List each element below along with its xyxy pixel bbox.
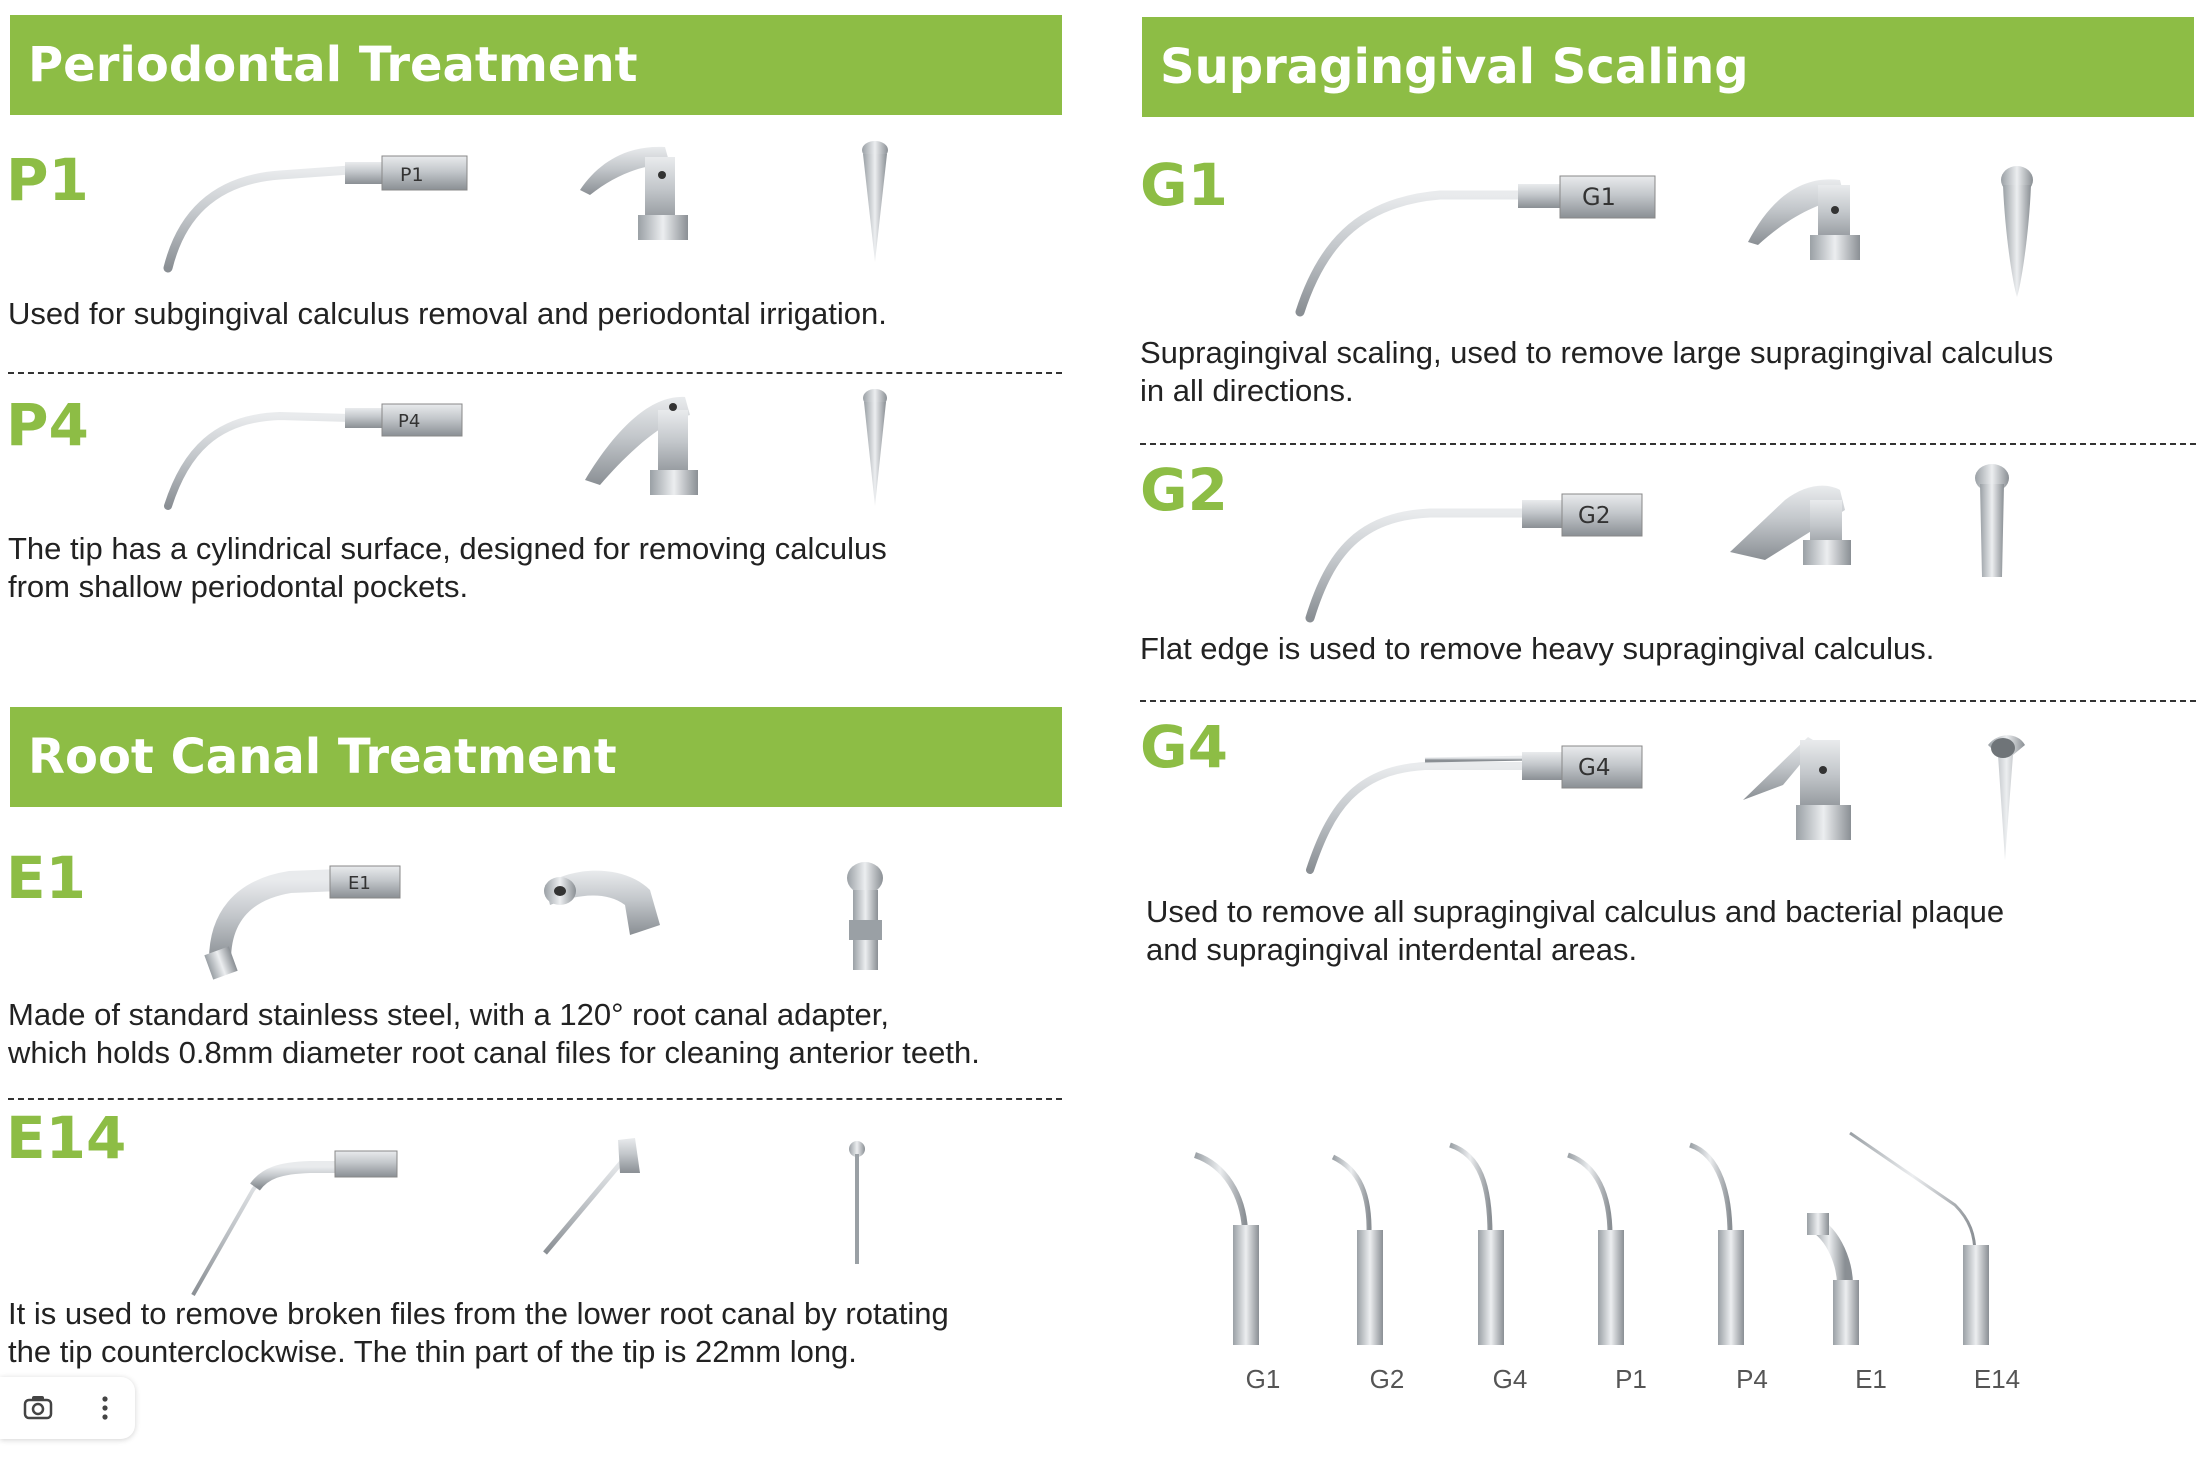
p1-tip-view-image — [862, 141, 888, 262]
tip-lineup-image — [1193, 1131, 1989, 1345]
lineup-caption: G1 — [1245, 1364, 1281, 1394]
floating-image-toolbar — [0, 1377, 135, 1439]
g1-tip-view-image — [2001, 166, 2033, 297]
e1-tip-view-image — [847, 862, 883, 970]
lineup-caption: E1 — [1855, 1364, 1887, 1394]
tip-description-g4: Used to remove all supragingival calculu… — [1146, 894, 2005, 967]
section-banner-supragingival: Supragingival Scaling — [1142, 17, 2194, 117]
tip-code-e14: E14 — [6, 1104, 127, 1172]
tip-code-e1: E1 — [6, 844, 86, 912]
tip-code-g1: G1 — [1140, 151, 1228, 219]
g4-side-view-image: G4 — [1306, 745, 1643, 874]
section-banner-root-canal: Root Canal Treatment — [10, 707, 1062, 807]
lineup-caption: P1 — [1615, 1364, 1647, 1394]
tip-description-g1: Supragingival scaling, used to remove la… — [1140, 335, 2054, 408]
g4-tip-view-image — [1988, 735, 2025, 860]
p4-side-view-image: P4 — [164, 403, 463, 510]
e1-etched-label: E1 — [348, 873, 371, 894]
section-banner-periodontal: Periodontal Treatment — [10, 15, 1062, 115]
tip-code-g4: G4 — [1140, 713, 1228, 781]
g1-front-view-image — [1748, 179, 1860, 260]
e1-front-view-image — [544, 870, 660, 935]
p4-tip-view-image — [863, 389, 887, 506]
divider — [8, 372, 1062, 374]
p1-etched-label: P1 — [400, 164, 424, 186]
g2-etched-label: G2 — [1578, 503, 1610, 529]
g4-front-view-image — [1743, 737, 1851, 840]
tip-description-p4: The tip has a cylindrical surface, desig… — [8, 531, 887, 604]
g4-etched-label: G4 — [1578, 755, 1610, 781]
lineup-caption: G2 — [1369, 1364, 1405, 1394]
g2-tip-view-image — [1975, 464, 2009, 577]
divider — [1140, 443, 2196, 445]
divider — [8, 1098, 1062, 1100]
g2-side-view-image: G2 — [1305, 493, 1643, 623]
tip-description-e1: Made of standard stainless steel, with a… — [8, 997, 980, 1070]
lineup-caption: P4 — [1736, 1364, 1768, 1394]
p4-etched-label: P4 — [398, 411, 420, 432]
lineup-caption: G4 — [1492, 1364, 1528, 1394]
lineup-caption: E14 — [1973, 1364, 2021, 1394]
g1-side-view-image: G1 — [1295, 175, 1656, 317]
tip-code-g2: G2 — [1140, 456, 1228, 524]
tip-code-p4: P4 — [6, 391, 89, 459]
tip-code-p1: P1 — [6, 146, 89, 214]
e14-front-view-image — [543, 1138, 640, 1255]
e1-side-view-image: E1 — [204, 865, 401, 980]
p4-front-view-image — [585, 396, 698, 495]
e14-tip-view-image — [849, 1141, 865, 1264]
tip-description-g2: Flat edge is used to remove heavy suprag… — [1140, 631, 1935, 666]
divider — [1140, 700, 2196, 702]
g1-etched-label: G1 — [1582, 183, 1616, 211]
more-vertical-icon[interactable] — [95, 1390, 115, 1426]
e14-side-view-image — [191, 1150, 398, 1296]
tip-description-p1: Used for subgingival calculus removal an… — [8, 296, 887, 331]
p1-side-view-image: P1 — [163, 155, 468, 273]
g2-front-view-image — [1730, 485, 1851, 565]
camera-icon[interactable] — [20, 1390, 56, 1426]
tip-description-e14: It is used to remove broken files from t… — [8, 1296, 949, 1369]
p1-front-view-image — [580, 146, 688, 240]
